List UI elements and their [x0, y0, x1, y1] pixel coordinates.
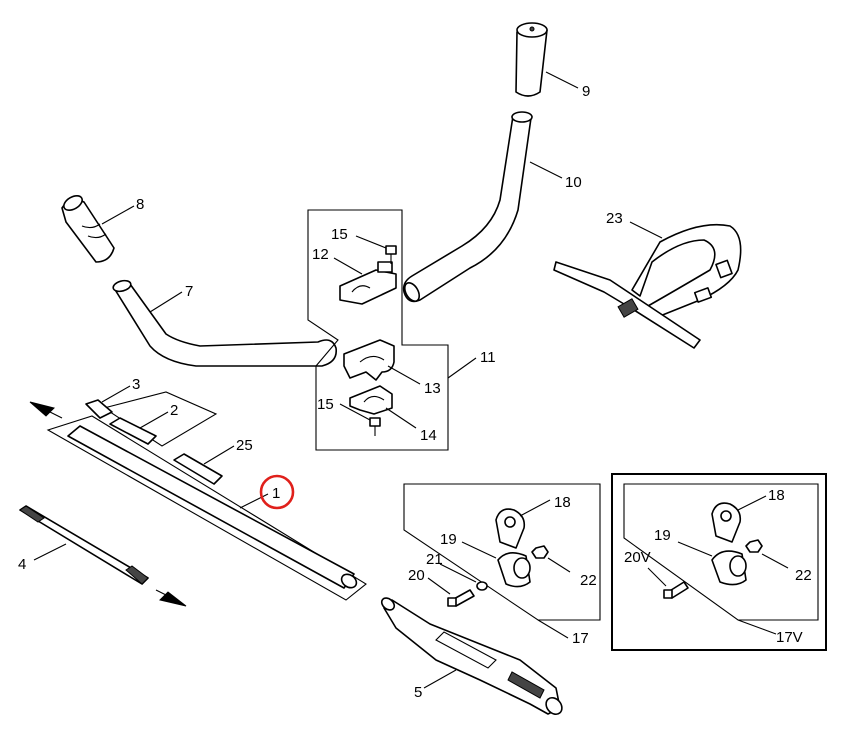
label-20[interactable]: 20 [408, 567, 425, 584]
part-22-nut-a[interactable] [531, 545, 549, 559]
part-15-bolt-lower[interactable] [369, 417, 381, 436]
label-12[interactable]: 12 [312, 246, 329, 263]
label-7[interactable]: 7 [185, 283, 193, 300]
label-21[interactable]: 21 [426, 551, 443, 568]
part-19-clamp-a[interactable] [497, 552, 531, 588]
part-17v-outer-box [611, 473, 827, 651]
label-15-upper[interactable]: 15 [331, 226, 348, 243]
part-8-grip[interactable] [61, 193, 115, 263]
part-10-handle-bar[interactable] [402, 111, 533, 304]
direction-arrow-lower [155, 589, 187, 607]
part-18-clamp-b[interactable] [711, 502, 742, 543]
label-8[interactable]: 8 [136, 196, 144, 213]
label-23[interactable]: 23 [606, 210, 623, 227]
part-4-drive-shaft[interactable] [19, 505, 149, 585]
label-19-b[interactable]: 19 [654, 527, 671, 544]
part-1-shaft-tube[interactable] [67, 425, 359, 591]
label-5[interactable]: 5 [414, 684, 422, 701]
label-17[interactable]: 17 [572, 630, 589, 647]
label-15-lower[interactable]: 15 [317, 396, 334, 413]
highlight-circle-part-1 [259, 474, 295, 510]
label-9[interactable]: 9 [582, 83, 590, 100]
part-12-clamp-upper[interactable] [339, 261, 397, 305]
label-22-b[interactable]: 22 [795, 567, 812, 584]
label-18-a[interactable]: 18 [554, 494, 571, 511]
label-11[interactable]: 11 [480, 349, 496, 366]
label-25[interactable]: 25 [236, 437, 253, 454]
part-15-bolt-upper[interactable] [385, 245, 397, 264]
label-3[interactable]: 3 [132, 376, 140, 393]
part-23-harness[interactable] [553, 223, 742, 349]
part-17-box [403, 483, 601, 621]
part-9-grip[interactable] [515, 22, 548, 97]
part-21-washer-a[interactable] [476, 581, 488, 591]
label-1[interactable]: 1 [272, 485, 280, 502]
label-13[interactable]: 13 [424, 380, 441, 397]
label-4[interactable]: 4 [18, 556, 26, 573]
part-25-liner[interactable] [173, 453, 223, 485]
part-22-nut-b[interactable] [745, 539, 763, 553]
part-3-bushing[interactable] [85, 399, 113, 419]
direction-arrow-upper [29, 401, 63, 419]
label-18-b[interactable]: 18 [768, 487, 785, 504]
part-20-bolt[interactable] [447, 589, 475, 607]
label-14[interactable]: 14 [420, 427, 437, 444]
part-5-housing[interactable] [379, 596, 565, 718]
part-11-clamp-box [307, 209, 449, 451]
label-22-a[interactable]: 22 [580, 572, 597, 589]
label-10[interactable]: 10 [565, 174, 582, 191]
part-13-clamp[interactable] [343, 339, 395, 381]
label-19-a[interactable]: 19 [440, 531, 457, 548]
part-19-clamp-b[interactable] [711, 550, 747, 586]
part-labels: 9 10 8 7 15 12 11 13 15 14 23 3 2 25 1 4… [18, 83, 812, 701]
part-2-liner[interactable] [109, 417, 157, 445]
label-17v[interactable]: 17V [776, 629, 803, 646]
part-7-handle-bar[interactable] [112, 279, 338, 367]
label-2[interactable]: 2 [170, 402, 178, 419]
part-18-clamp-a[interactable] [495, 508, 526, 549]
label-20v[interactable]: 20V [624, 549, 651, 566]
part-17v-box [623, 483, 819, 621]
part-20v-bolt[interactable] [663, 581, 689, 599]
part-14-clamp-lower[interactable] [349, 385, 393, 415]
